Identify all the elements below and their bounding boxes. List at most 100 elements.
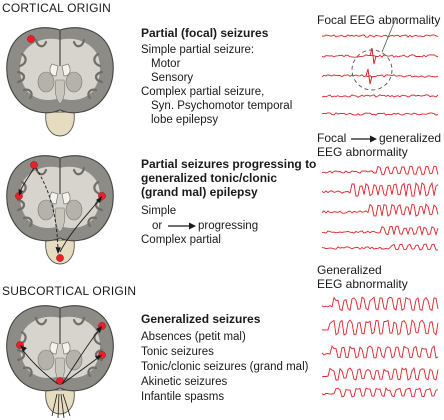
section2-simple: Simple [141, 205, 177, 217]
basal-ganglia-left [37, 199, 55, 221]
arrow-head-icon [18, 189, 23, 196]
progress-arrow-icon [168, 222, 196, 230]
gyrus-fold [22, 216, 33, 228]
ventricle-right [61, 341, 71, 355]
gyrus-fold [16, 348, 26, 362]
eeg-label-focal: Focal EEG abnormality [317, 13, 441, 27]
header-subcortical-origin: SUBCORTICAL ORIGIN [2, 284, 137, 298]
brain-illustration-focal [6, 27, 114, 137]
gyrus-fold [34, 38, 48, 48]
connection-line [60, 393, 65, 419]
focus-dot [30, 161, 38, 169]
eeg-focal-spike [365, 68, 373, 85]
eeg-trace-line [321, 54, 439, 58]
focus-dot [56, 254, 64, 262]
focal-to-generalized-arrow-icon [351, 135, 377, 143]
section3-line: Tonic/clonic seizures (grand mal) [141, 361, 309, 373]
connection-line [62, 393, 71, 417]
focus-dot [27, 35, 35, 43]
gyrus-fold [94, 70, 104, 84]
basal-ganglia-right [65, 199, 83, 221]
arrow-head-icon [96, 196, 102, 203]
gyrus-fold [93, 180, 102, 196]
gyrus-fold [22, 88, 33, 100]
gyrus-fold [72, 316, 86, 326]
arrow-head-icon [55, 247, 61, 254]
eeg-trace-line [321, 243, 439, 251]
section3-line: Infantile spasms [141, 391, 225, 403]
section1-title: Partial (focal) seizures [141, 26, 269, 40]
eeg-trace-line [321, 94, 439, 98]
brainstem-shape [45, 111, 75, 137]
gyrus-fold [18, 52, 27, 68]
eeg-trace-line [321, 74, 439, 78]
section1-line: Complex partial seizure, [141, 86, 265, 98]
eeg-trace-line [322, 225, 439, 237]
eeg-focal-spike [369, 47, 377, 65]
basal-ganglia-right [65, 349, 83, 371]
eeg-trace-line [321, 319, 439, 336]
section1-line: Syn. Psychomotor temporal [151, 100, 293, 112]
connection-line [51, 393, 58, 417]
eeg-traces-generalized [321, 296, 439, 398]
eeg-trace-line [321, 296, 439, 312]
gyrus-fold [93, 52, 102, 68]
eeg-traces-progressing [321, 165, 439, 251]
gyrus-fold [87, 216, 98, 228]
section2-title-line: Partial seizures progressing to [141, 157, 317, 171]
gyrus-fold [16, 70, 26, 84]
gyrus-fold [87, 366, 98, 378]
gyrus-fold [72, 166, 86, 176]
eeg-trace-line [321, 366, 439, 381]
section3-line: Akinetic seizures [141, 376, 228, 388]
ventricle-left [49, 63, 59, 77]
eeg-trace-line [321, 112, 439, 116]
section1-line: Motor [151, 58, 181, 70]
section3-title: Generalized seizures [141, 312, 261, 326]
label-pointer-line [381, 17, 397, 53]
thalamus-shape [54, 79, 66, 105]
arrow-head-icon [96, 326, 102, 333]
section2-progressing: progressing [198, 220, 259, 232]
section1-line: Sensory [151, 72, 194, 84]
eeg-label-abnormality-2: EEG abnormality [317, 277, 408, 291]
gyrus-fold [22, 366, 33, 378]
section1-line: lobe epilepsy [151, 114, 219, 126]
eeg-trace-line [321, 387, 439, 398]
eeg-trace-line [321, 181, 439, 197]
eeg-label-generalized: Generalized [317, 263, 382, 277]
gyrus-fold [72, 38, 86, 48]
ventricle-right [61, 191, 71, 205]
basal-ganglia-left [37, 349, 55, 371]
ventricle-right [61, 63, 71, 77]
eeg-label-generalized-word: generalized [379, 131, 442, 145]
brain-illustration-generalized [6, 305, 114, 419]
spread-arrow [61, 356, 100, 385]
spread-arrow [59, 199, 100, 253]
brainstem-shape [45, 389, 75, 415]
gyrus-fold [16, 198, 26, 212]
eeg-traces-focal [321, 17, 439, 116]
thalamus-shape [54, 207, 66, 233]
section2-or: or [152, 220, 163, 232]
header-cortical-origin: CORTICAL ORIGIN [2, 1, 112, 15]
eeg-trace-line [321, 345, 439, 359]
arrow-head-icon [20, 345, 27, 352]
section1-line: Simple partial seizure: [141, 44, 255, 56]
ventricle-left [49, 341, 59, 355]
section2-title-line: generalized tonic/clonic [141, 171, 278, 185]
eeg-label-focal-word: Focal [317, 131, 347, 145]
gyrus-fold [34, 316, 48, 326]
spread-arrow [21, 348, 59, 385]
basal-ganglia-right [65, 71, 83, 93]
eeg-trace-line [321, 165, 439, 176]
gyrus-fold [87, 88, 98, 100]
gyrus-fold [94, 348, 104, 362]
section3-line: Tonic seizures [141, 346, 214, 358]
section3-line: Absences (petit mal) [141, 331, 246, 343]
brain-illustration-progressing [6, 155, 114, 265]
spread-arrow [61, 328, 101, 385]
eeg-trace-line [321, 34, 439, 38]
spread-arrow [35, 167, 59, 249]
arrow-head-icon [95, 355, 102, 360]
